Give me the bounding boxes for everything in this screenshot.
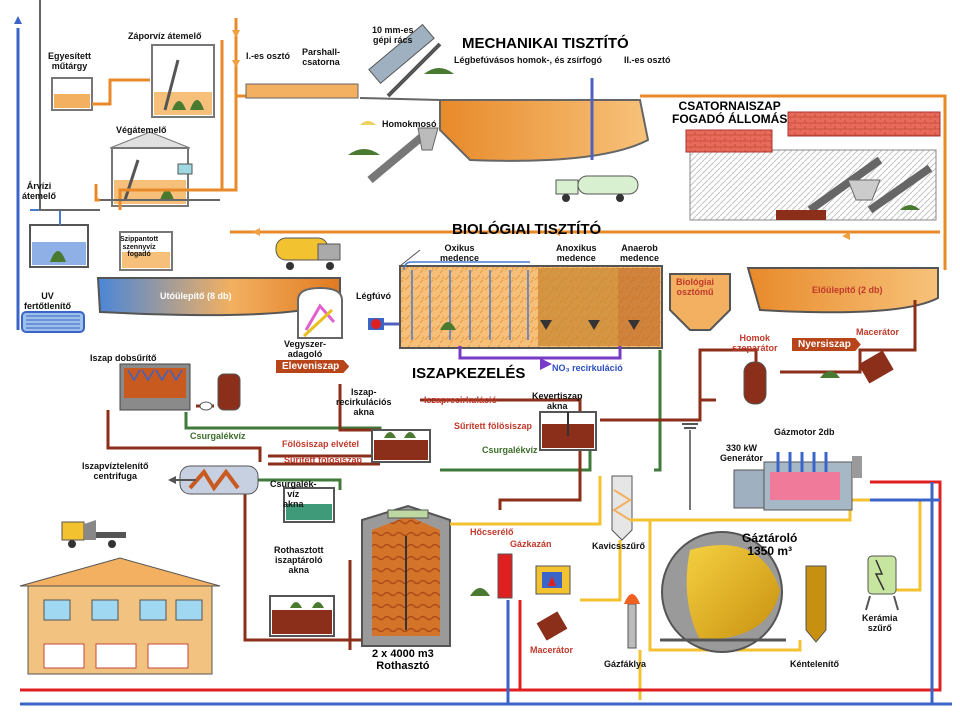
septage-receiver xyxy=(119,231,173,271)
label-homok-szep: Homok szeparátor xyxy=(732,333,778,353)
combined-structure xyxy=(51,77,150,111)
label-gazmotor: Gázmotor 2db xyxy=(774,427,835,437)
flow-arrows xyxy=(232,30,850,240)
gas-holder xyxy=(660,531,786,653)
final-pump-station xyxy=(109,131,193,207)
label-iszap-dobs: Iszap dobsűrítő xyxy=(90,353,157,363)
raw-sludge-line xyxy=(780,300,917,384)
label-homokfogo: Légbefúvásos homok-, és zsírfogó xyxy=(454,55,603,65)
label-uv: UV fertőtlenítő xyxy=(24,291,71,311)
label-arvizi: Árvízi átemelő xyxy=(22,181,57,201)
digested-sludge-storage xyxy=(269,595,335,637)
drum-thickener xyxy=(119,363,241,411)
label-vegyszer: Vegyszer- adagoló xyxy=(284,339,327,359)
office-building xyxy=(19,557,221,675)
label-oxikus: Oxikus medence xyxy=(440,243,480,263)
tag-nyersiszap: Nyersiszap xyxy=(792,338,861,351)
label-egyesitett: Egyesített műtárgy xyxy=(48,51,92,71)
label-parshall: Parshall- csatorna xyxy=(302,47,341,67)
return-pipe xyxy=(230,230,940,234)
label-anaerob: Anaerob medence xyxy=(620,243,660,263)
mechanical-channel xyxy=(245,83,650,162)
label-csurgalek1: Csurgalékvíz xyxy=(190,431,246,441)
sludge-recirc-well xyxy=(371,429,431,463)
label-kevert: Kevertiszap akna xyxy=(532,391,583,411)
sand-washer xyxy=(348,121,439,184)
mechanical-screen xyxy=(368,23,454,98)
bio-distributor xyxy=(669,273,731,331)
label-oszto1: I.-es osztó xyxy=(246,51,291,61)
section-sludge: ISZAPKEZELÉS xyxy=(412,365,526,382)
desulfurizer xyxy=(805,565,827,643)
section-mechanical: MECHANIKAI TISZTÍTÓ xyxy=(462,35,629,52)
label-homokmoso: Homokmosó xyxy=(382,119,437,129)
label-utoulepito: Utóülepítő (8 db) xyxy=(160,291,232,301)
heating-loop xyxy=(20,480,952,706)
centrifuge xyxy=(168,465,259,495)
label-legfuvo: Légfúvó xyxy=(356,291,391,301)
section-biological: BIOLÓGIAI TISZTÍTÓ xyxy=(452,221,602,238)
label-vegatemelo: Végátemelő xyxy=(116,125,167,135)
no3-arrow xyxy=(540,358,552,370)
flood-pump-tank xyxy=(29,209,89,268)
label-gazfaklya: Gázfáklya xyxy=(604,659,647,669)
ceramic-filter xyxy=(865,555,899,611)
chemical-dosing xyxy=(297,286,343,339)
label-surit-folos2: Sűrített fölösiszap xyxy=(284,455,363,465)
label-kentelenito: Kéntelenítő xyxy=(790,659,840,669)
label-keramia: Kerámia szűrő xyxy=(862,613,898,633)
label-kavics: Kavicsszűrő xyxy=(592,541,646,551)
stormwater-pump xyxy=(151,44,215,118)
primary-clarifier xyxy=(746,267,939,314)
label-csurgalek2: Csurgalékvíz xyxy=(482,445,538,455)
label-hocserelo: Hőcserélő xyxy=(470,527,514,537)
sludge-truck xyxy=(61,520,126,548)
label-csurg-akna: Csurgalék- víz akna xyxy=(270,479,317,509)
label-folos-elvetel: Fölösiszap elvétel xyxy=(282,439,360,449)
label-racs: 10 mm-es gépi rács xyxy=(372,25,414,45)
label-iszapviztelenito: Iszapvíztelenítő centrifuga xyxy=(82,461,149,481)
label-macerator2: Macerátor xyxy=(530,645,574,655)
gas-flare xyxy=(624,594,640,649)
label-generator: 330 kW Generátor xyxy=(720,443,764,463)
sewage-sludge-station xyxy=(685,111,941,221)
label-iszaprecirk: Iszaprecirkuláció xyxy=(424,395,498,405)
label-rothaszto: 2 x 4000 m3 Rothasztó xyxy=(372,648,434,673)
gas-boiler xyxy=(535,565,571,595)
sludge-pipes xyxy=(106,384,702,650)
label-gaztarolo: Gáztároló 1350 m³ xyxy=(742,531,798,559)
blower xyxy=(368,318,400,330)
uv-disinfector xyxy=(21,311,85,333)
gas-engine-generator xyxy=(682,423,862,511)
main-outflow-pipe xyxy=(14,16,22,330)
biological-tank xyxy=(399,249,663,349)
label-iszaprecirk-akna: Iszap- recirkulációs akna xyxy=(336,387,392,417)
section-sewage-sludge: CSATORNAISZAP FOGADÓ ÁLLOMÁS xyxy=(672,99,788,127)
label-surit-folos1: Sűrített fölösiszap xyxy=(454,421,533,431)
grey-pipes xyxy=(39,0,220,211)
macerator-2 xyxy=(536,611,568,641)
outflow-to-primary xyxy=(640,94,947,270)
digester xyxy=(361,504,490,647)
mixed-sludge-well xyxy=(539,411,597,451)
label-gazkazan: Gázkazán xyxy=(510,539,552,549)
label-oszto2: II.-es osztó xyxy=(624,55,671,65)
sand-separator xyxy=(698,348,767,405)
label-zaporviz: Záporvíz átemelő xyxy=(128,31,202,41)
drainage-well xyxy=(283,487,335,523)
label-anoxikus: Anoxikus medence xyxy=(556,243,597,263)
label-rothasztott: Rothasztott iszaptároló akna xyxy=(274,545,324,575)
gravel-filter xyxy=(611,475,633,541)
label-szippantott: Szippantott szennyvíz fogadó xyxy=(120,236,159,259)
tag-eleveniszap: Eleveniszap xyxy=(276,360,350,373)
label-bio-oszto: Biológiai osztómű xyxy=(676,277,714,297)
label-elouleipto: Előülepítő (2 db) xyxy=(812,285,883,295)
label-no3: NO₃ recirkuláció xyxy=(552,363,623,373)
heat-exchanger xyxy=(497,553,513,599)
tanker-truck-2 xyxy=(275,237,341,270)
tanker-truck-1 xyxy=(555,175,639,202)
label-macerator: Macerátor xyxy=(856,327,900,337)
